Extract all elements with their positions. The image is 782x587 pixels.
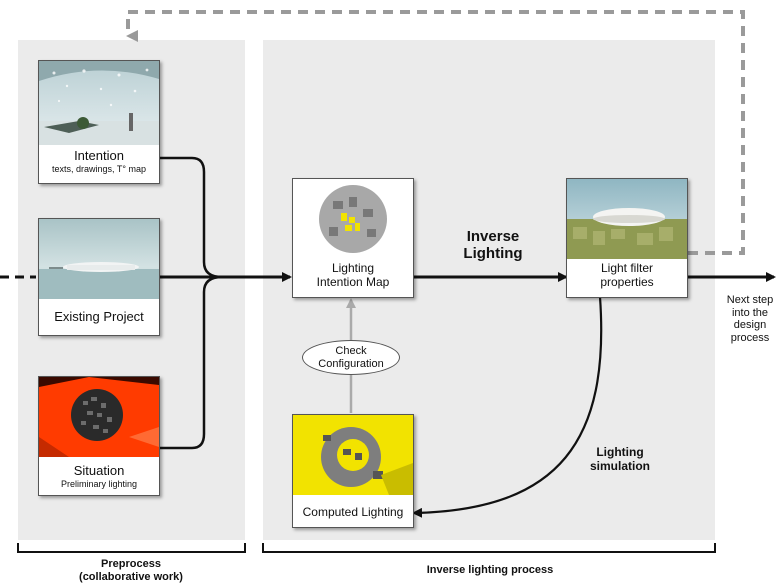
- lighting-intention-map-image: [293, 179, 413, 259]
- lighting-simulation-label: Lighting simulation: [589, 445, 650, 473]
- lighting-simulation-arrow: [412, 296, 603, 518]
- situation-card[interactable]: Situation Preliminary lighting: [38, 376, 160, 496]
- computed-lighting-card[interactable]: Computed Lighting: [292, 414, 414, 528]
- inverse-process-label: Inverse lighting process: [426, 564, 554, 576]
- light-filter-card[interactable]: Light filter properties: [566, 178, 688, 298]
- light-filter-label: Light filter properties: [600, 261, 654, 289]
- intention-card[interactable]: Intention texts, drawings, T° map: [38, 60, 160, 184]
- computed-lighting-label: Computed Lighting: [302, 505, 404, 519]
- light-filter-image: [567, 179, 687, 259]
- preprocess-label: Preprocess (collaborative work): [79, 558, 183, 583]
- lighting-intention-map-label: Lighting Intention Map: [316, 261, 390, 289]
- situation-branch: [158, 275, 223, 450]
- existing-project-title: Existing Project: [54, 309, 144, 324]
- intention-title: Intention: [74, 148, 124, 163]
- check-configuration-label: Check Configuration: [318, 344, 384, 370]
- intention-subtitle: texts, drawings, T° map: [52, 164, 146, 174]
- preprocess-bracket: [17, 543, 246, 553]
- existing-project-image: [39, 219, 159, 299]
- feedback-loop-arrow: [126, 10, 745, 255]
- situation-image: [39, 377, 159, 457]
- inverse-lighting-label: Inverse Lighting: [463, 228, 523, 263]
- inverse-process-bracket: [262, 543, 716, 553]
- situation-subtitle: Preliminary lighting: [60, 479, 138, 489]
- existing-project-card[interactable]: Existing Project: [38, 218, 160, 336]
- computed-lighting-image: [293, 415, 413, 495]
- next-step-label: Next step into the design process: [726, 294, 774, 344]
- lighting-intention-map-card[interactable]: Lighting Intention Map: [292, 178, 414, 298]
- check-configuration-node[interactable]: Check Configuration: [302, 340, 400, 375]
- situation-title: Situation: [73, 463, 125, 478]
- intention-image: [39, 61, 159, 145]
- intention-branch: [158, 156, 223, 279]
